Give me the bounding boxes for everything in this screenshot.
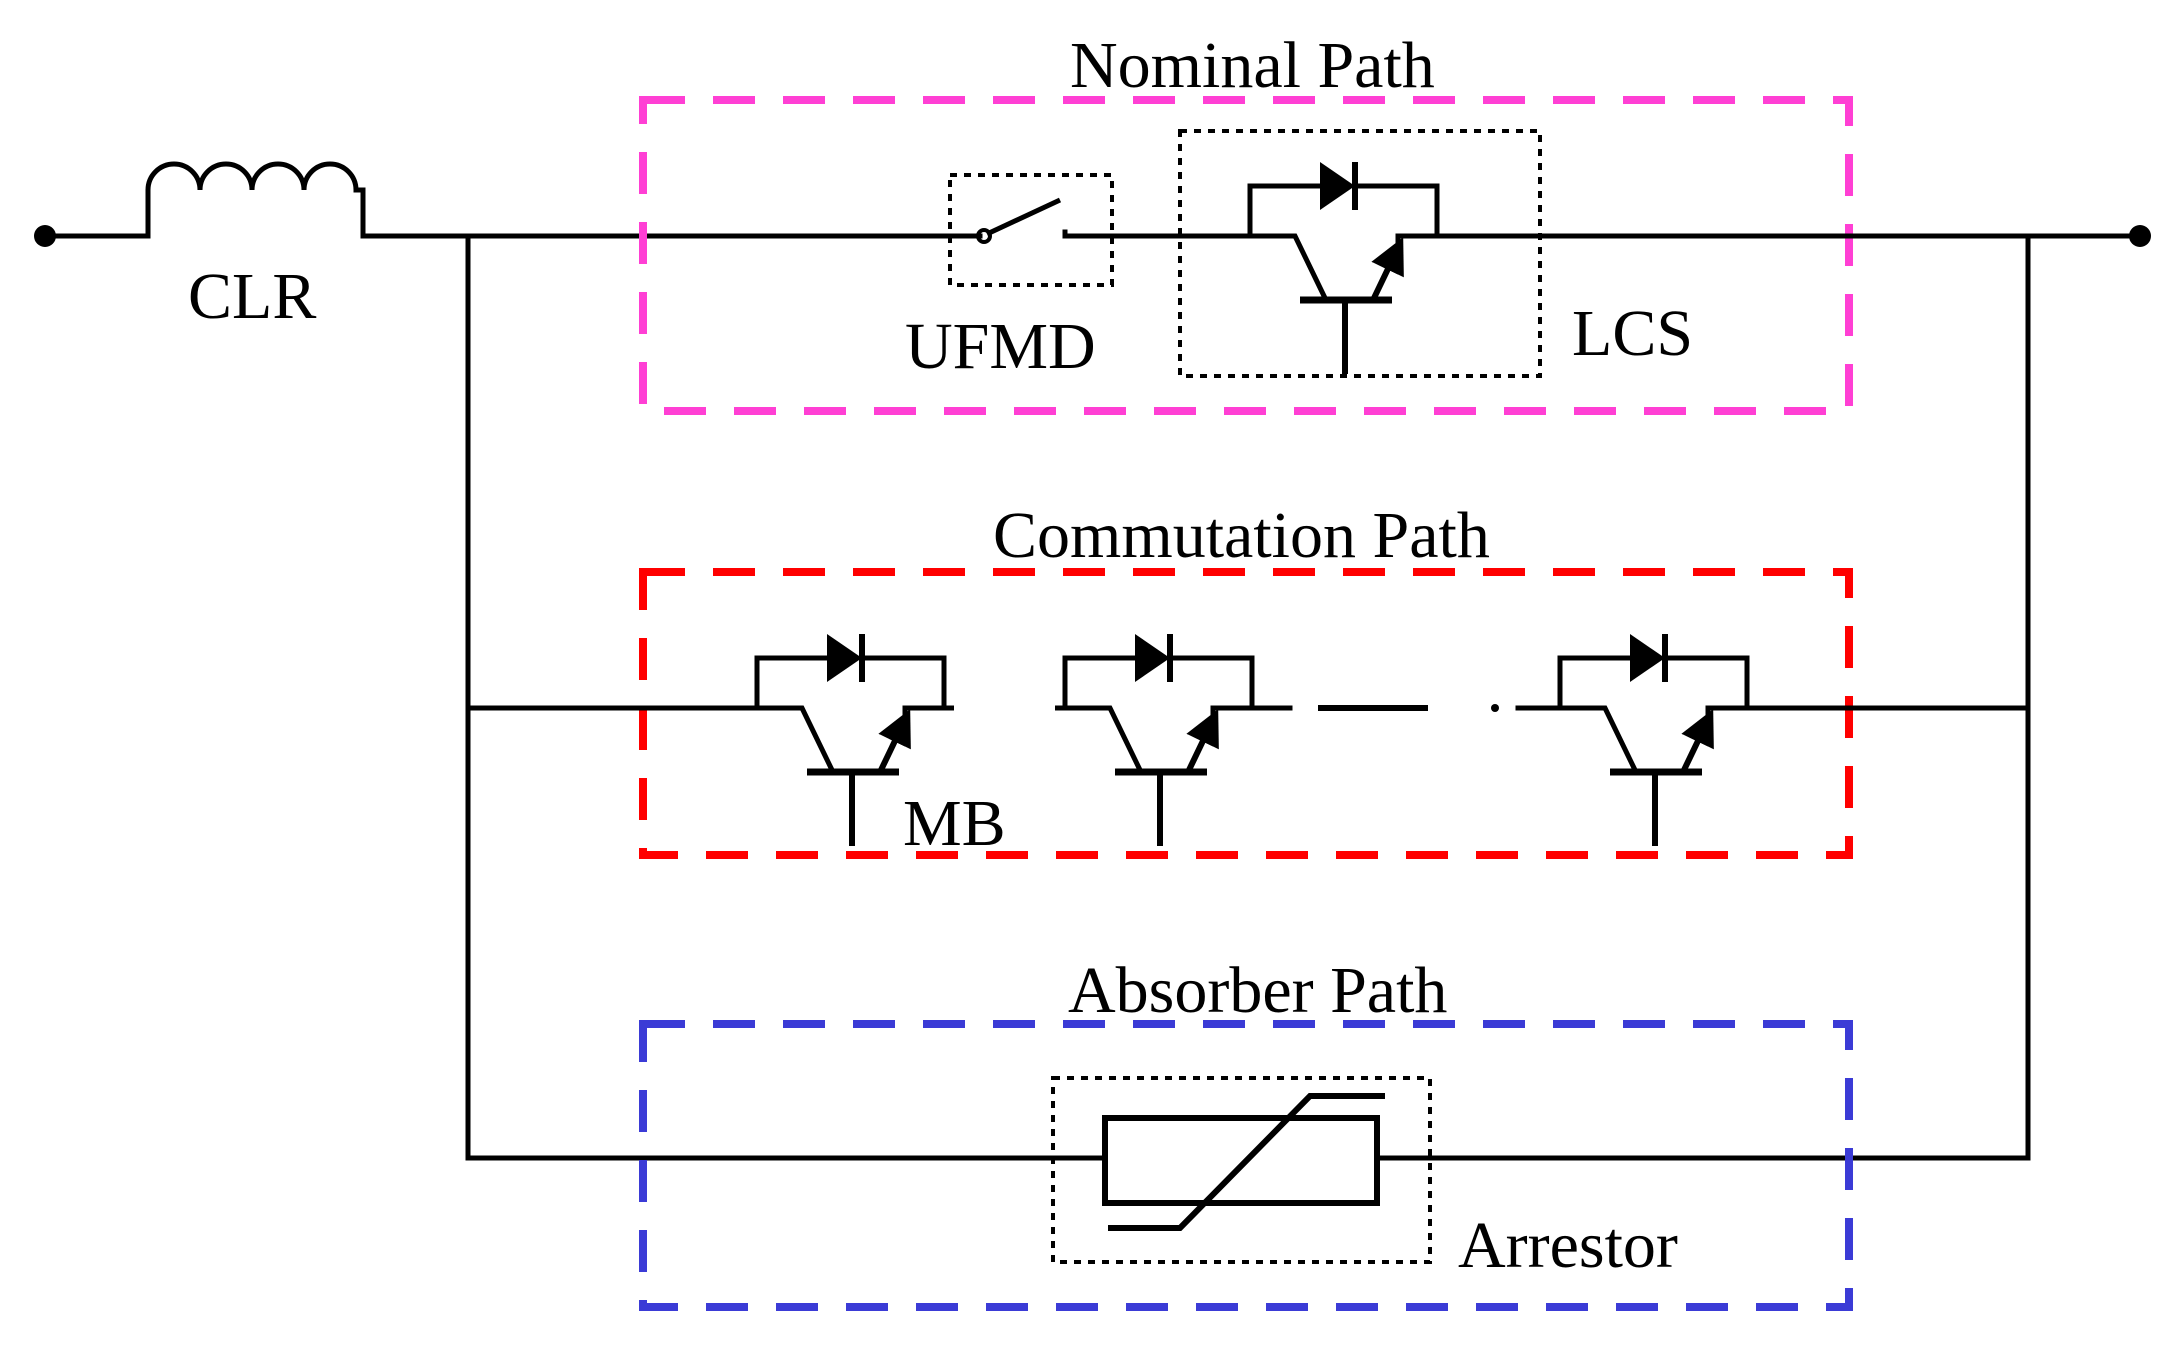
ufmd-box (948, 173, 1114, 287)
mb-label: MB (903, 787, 1006, 860)
clr-inductor (42, 161, 718, 239)
ufmd-pivot (976, 228, 992, 244)
right-bus (1376, 233, 2143, 1161)
left-bus (465, 233, 1103, 1161)
clr-label: CLR (188, 260, 316, 333)
ufmd-blade (985, 197, 1062, 237)
ufmd-switch (712, 173, 1243, 287)
nominal-path: Nominal Path UFMD LCS (639, 29, 2031, 415)
lcs-box (1178, 129, 1542, 378)
arrestor-varistor (1097, 1093, 1385, 1231)
mb-igbt-2 (1055, 634, 1262, 846)
ufmd-label: UFMD (905, 310, 1096, 383)
mb-igbt-3 (1550, 634, 1757, 846)
lcs-label: LCS (1572, 297, 1693, 370)
absorber-path-label: Absorber Path (1068, 954, 1447, 1027)
commutation-path-box (639, 568, 1853, 859)
arrestor-label: Arrestor (1458, 1209, 1678, 1282)
absorber-path-box (639, 1020, 1853, 1311)
main-line (34, 161, 2151, 1161)
nominal-path-box (639, 96, 1853, 415)
commutation-path: Commutation Path MB (465, 499, 2031, 860)
arrestor-box (1051, 1076, 1432, 1264)
series-dot (1491, 704, 1499, 712)
absorber-path: Absorber Path Arrestor (639, 954, 1853, 1311)
commutation-path-label: Commutation Path (993, 499, 1490, 572)
lcs-igbt (1240, 162, 1447, 374)
nominal-path-label: Nominal Path (1070, 29, 1435, 102)
